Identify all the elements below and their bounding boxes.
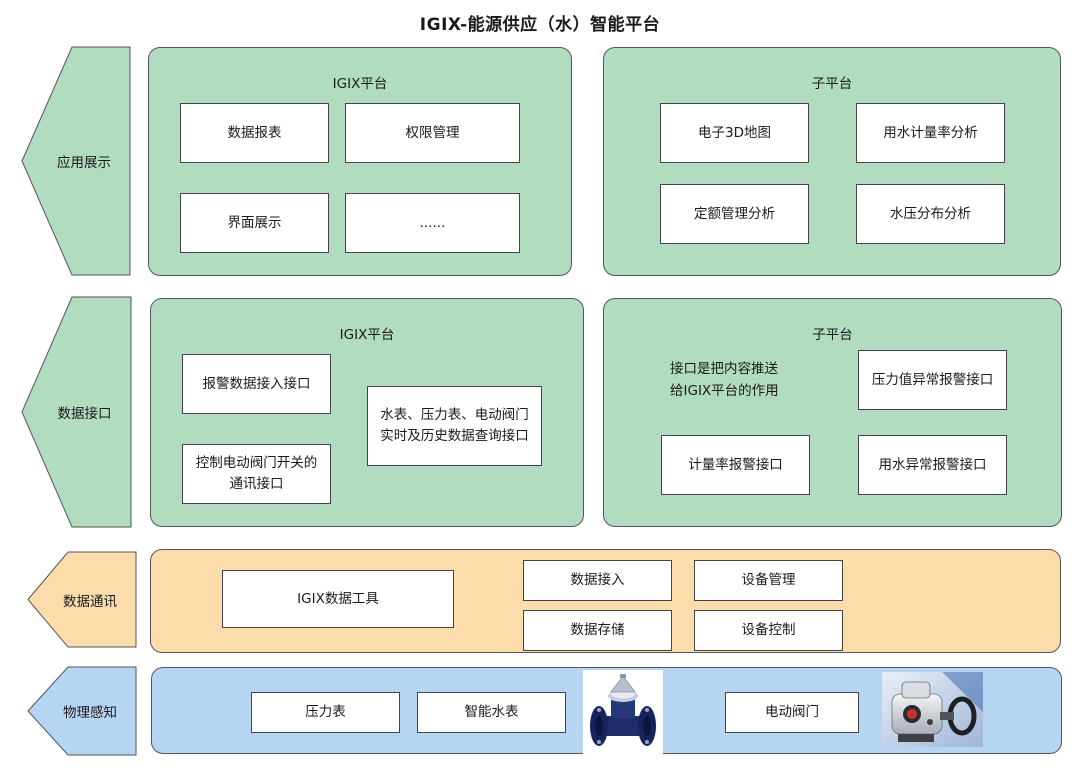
application-sub-platform-panel: 子平台 电子3D地图 用水计量率分析 定额管理分析 水压分布分析 — [603, 47, 1061, 276]
interface-note: 接口是把内容推送 给IGIX平台的作用 — [670, 361, 779, 399]
box-interface-display: 界面展示 — [180, 193, 329, 253]
layer-arrow-communication: 数据通讯 — [27, 551, 137, 648]
layer-label-physical: 物理感知 — [63, 705, 117, 721]
box-water-metering-analysis: 用水计量率分析 — [856, 103, 1005, 163]
application-igix-panel: IGIX平台 数据报表 权限管理 界面展示 ...... — [148, 47, 572, 276]
communication-panel: IGIX数据工具 数据接入 设备管理 数据存储 设备控制 — [150, 549, 1061, 653]
box-device-control: 设备控制 — [694, 610, 843, 651]
box-smart-water-meter: 智能水表 — [417, 692, 566, 733]
box-data-access: 数据接入 — [523, 560, 672, 601]
box-electric-valve: 电动阀门 — [725, 692, 859, 733]
box-device-management: 设备管理 — [694, 560, 843, 601]
layer-label-application: 应用展示 — [57, 155, 111, 171]
panel-title: IGIX平台 — [332, 76, 388, 92]
interface-sub-platform-panel: 子平台 接口是把内容推送 给IGIX平台的作用 压力值异常报警接口 计量率报警接… — [603, 298, 1062, 527]
interface-igix-panel: IGIX平台 报警数据接入接口 控制电动阀门开关的 通讯接口 水表、压力表、电动… — [150, 298, 584, 527]
box-alarm-data-interface: 报警数据接入接口 — [182, 354, 331, 414]
box-quota-management-analysis: 定额管理分析 — [660, 184, 809, 244]
box-permission-management: 权限管理 — [345, 103, 520, 163]
box-pressure-alarm-interface: 压力值异常报警接口 — [858, 350, 1007, 410]
box-water-usage-alarm-interface: 用水异常报警接口 — [858, 435, 1007, 495]
diagram-title: IGIX-能源供应（水）智能平台 — [419, 15, 661, 35]
box-3d-map: 电子3D地图 — [660, 103, 809, 163]
layer-arrow-data-interface: 数据接口 — [21, 296, 132, 528]
box-history-query-interface: 水表、压力表、电动阀门 实时及历史数据查询接口 — [367, 386, 542, 466]
layer-arrow-application: 应用展示 — [21, 46, 131, 276]
box-pressure-gauge: 压力表 — [251, 692, 400, 733]
box-valve-control-interface: 控制电动阀门开关的 通讯接口 — [182, 444, 331, 504]
box-data-storage: 数据存储 — [523, 610, 672, 651]
layer-label-communication: 数据通讯 — [63, 593, 117, 610]
layer-arrow-physical: 物理感知 — [27, 666, 137, 756]
box-water-pressure-analysis: 水压分布分析 — [856, 184, 1005, 244]
panel-title: IGIX平台 — [339, 327, 395, 343]
water-meter-photo — [583, 670, 663, 754]
box-ellipsis: ...... — [345, 193, 520, 253]
panel-title: 子平台 — [812, 327, 853, 343]
layer-label-data-interface: 数据接口 — [57, 406, 112, 422]
box-igix-data-tool: IGIX数据工具 — [222, 570, 454, 628]
electric-valve-actuator-photo — [882, 672, 983, 747]
box-data-report: 数据报表 — [180, 103, 329, 163]
panel-title: 子平台 — [811, 76, 853, 92]
box-metering-alarm-interface: 计量率报警接口 — [661, 435, 810, 495]
